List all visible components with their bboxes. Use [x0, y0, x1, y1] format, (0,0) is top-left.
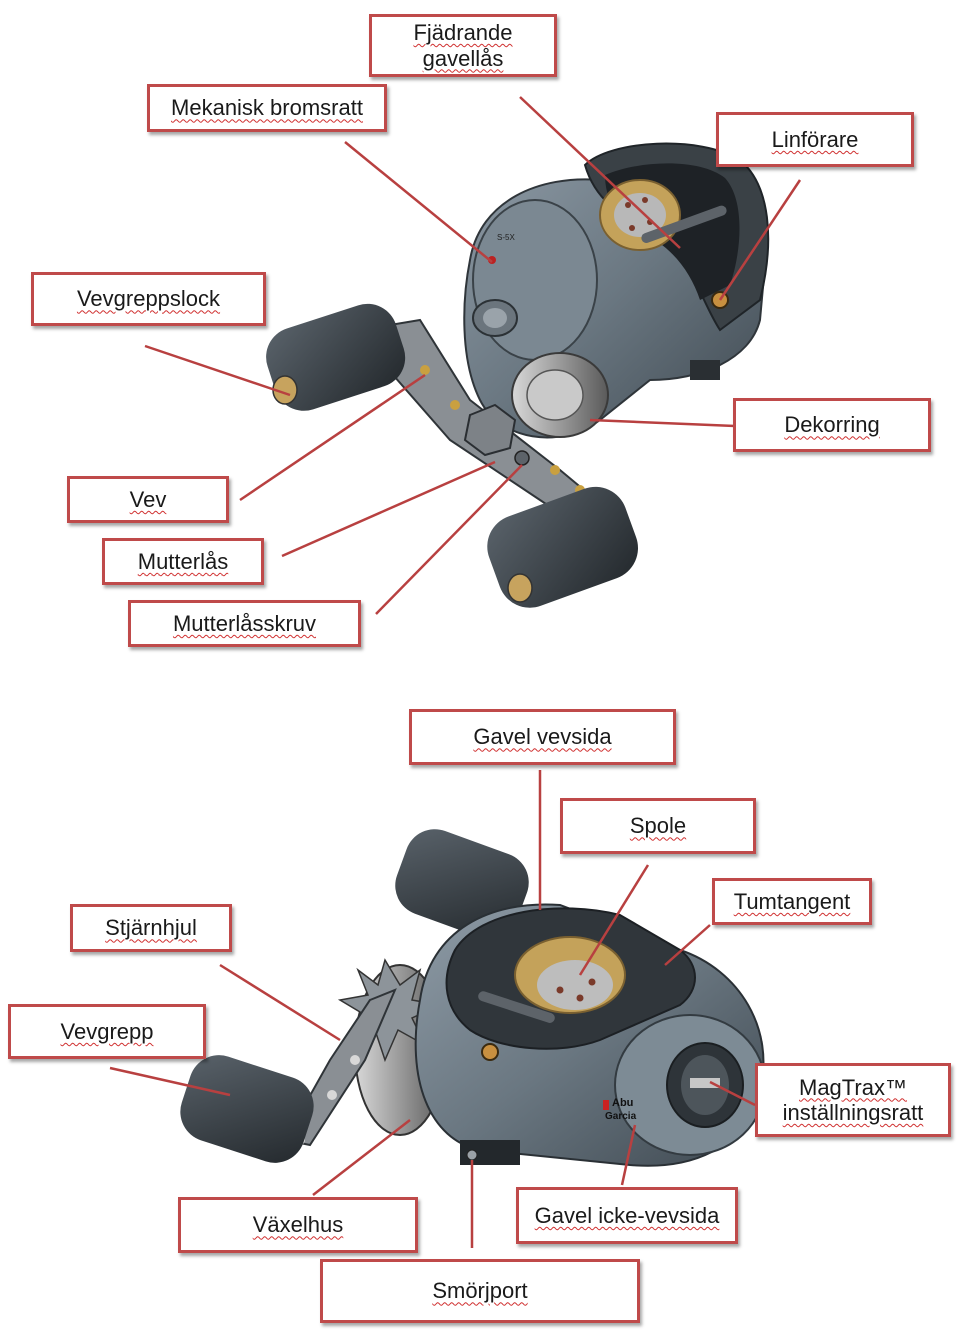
leader-linforare [718, 179, 802, 301]
leader-spole [578, 864, 650, 976]
label-fjadrande-line1: Fjädrande [413, 20, 513, 46]
label-vevgreppslock: Vevgreppslock [31, 272, 266, 326]
label-vevgrepp: Vevgrepp [8, 1004, 206, 1059]
leader-tumtangent [664, 924, 711, 966]
label-gavel-vevsida: Gavel vevsida [409, 709, 676, 765]
leader-vev [239, 373, 426, 502]
top-nut-lock [463, 403, 517, 457]
label-magtrax-line1: MagTrax™ [799, 1074, 907, 1100]
svg-text:Garcia: Garcia [605, 1111, 637, 1122]
bottom-reel: Abu Garcia [180, 829, 766, 1167]
label-vev: Vev [67, 476, 229, 523]
label-magtrax-installningsratt: MagTrax™ inställningsratt [755, 1063, 951, 1137]
label-linforare: Linförare [716, 112, 914, 167]
label-magtrax-line2: inställningsratt [782, 1100, 924, 1125]
bottom-line-guide [481, 1043, 499, 1061]
leader-vaxelhus [312, 1119, 411, 1196]
top-model-mark: S-5X [497, 233, 515, 242]
abu-garcia-logo: Abu Garcia [603, 1097, 637, 1122]
label-mutterlas: Mutterlås [102, 538, 264, 585]
label-stjarnhjul: Stjärnhjul [70, 904, 232, 952]
label-smorjport: Smörjport [320, 1259, 640, 1323]
leader-magtrax [709, 1080, 756, 1107]
leader-fjadrande [519, 96, 681, 249]
bottom-handle-knob-lower [180, 1055, 314, 1163]
label-mutterlasskruv: Mutterlåsskruv [128, 600, 361, 647]
top-handle-knob-right [487, 486, 638, 608]
top-reel: S-5X [266, 142, 770, 608]
leader-mutterlasskruv [375, 464, 523, 615]
label-mekanisk-bromsratt: Mekanisk bromsratt [147, 84, 387, 132]
label-tumtangent: Tumtangent [712, 878, 872, 925]
leader-mutterlas [281, 460, 496, 558]
leader-stjarnhjul [219, 963, 341, 1042]
top-handle-knob-left [266, 303, 406, 411]
label-spole: Spole [560, 798, 756, 854]
svg-text:Abu: Abu [612, 1097, 633, 1109]
leader-gavel-icke [620, 1124, 637, 1186]
leader-dekorring [589, 418, 736, 428]
lube-port [466, 1149, 478, 1161]
leader-vevgreppslock [144, 344, 291, 397]
leader-lines [109, 96, 802, 1248]
leader-vevgrepp [109, 1066, 231, 1097]
leader-mekanisk [344, 141, 493, 263]
label-dekorring: Dekorring [733, 398, 931, 452]
top-nut-lock-screw [514, 450, 530, 466]
label-vaxelhus: Växelhus [178, 1197, 418, 1253]
label-fjadrande-gavellas: Fjädrande gavellås [369, 14, 557, 77]
label-fjadrande-line2: gavellås [422, 45, 504, 71]
label-gavel-icke-vevsida: Gavel icke-vevsida [516, 1187, 738, 1244]
